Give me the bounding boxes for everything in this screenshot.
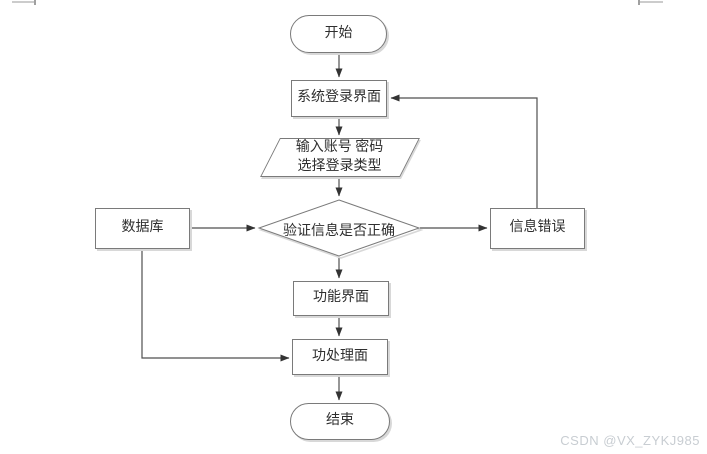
node-end-label: 结束 <box>326 413 354 429</box>
node-login-label: 系统登录界面 <box>297 90 381 106</box>
node-info-error-label: 信息错误 <box>509 220 566 236</box>
node-database: 数据库 <box>95 208 190 249</box>
node-info-error: 信息错误 <box>490 208 585 249</box>
node-function-screen-label: 功能界面 <box>313 290 369 306</box>
node-processing-screen: 功处理面 <box>292 339 388 375</box>
node-input-label-line2: 选择登录类型 <box>298 158 382 174</box>
decision-diamond <box>257 199 421 257</box>
node-verify-label: 验证信息是否正确 <box>283 224 395 239</box>
node-start: 开始 <box>290 15 387 53</box>
edge-error-login <box>390 94 538 208</box>
node-input-credentials: 输入账号 密码 选择登录类型 <box>260 138 420 177</box>
edge-database-processing <box>141 249 290 362</box>
node-database-label: 数据库 <box>121 220 164 236</box>
node-function-screen: 功能界面 <box>293 281 389 316</box>
node-input-label: 输入账号 密码 选择登录类型 <box>296 139 384 177</box>
csdn-watermark: CSDN @VX_ZYKJ985 <box>560 433 700 448</box>
node-processing-screen-label: 功处理面 <box>312 348 368 364</box>
crop-artifact-top-right <box>638 0 663 5</box>
node-login-screen: 系统登录界面 <box>291 80 387 117</box>
node-end: 结束 <box>290 403 390 440</box>
node-start-label: 开始 <box>324 25 353 41</box>
node-input-label-line1: 输入账号 密码 <box>296 139 384 155</box>
crop-artifact-top-left <box>12 0 36 5</box>
